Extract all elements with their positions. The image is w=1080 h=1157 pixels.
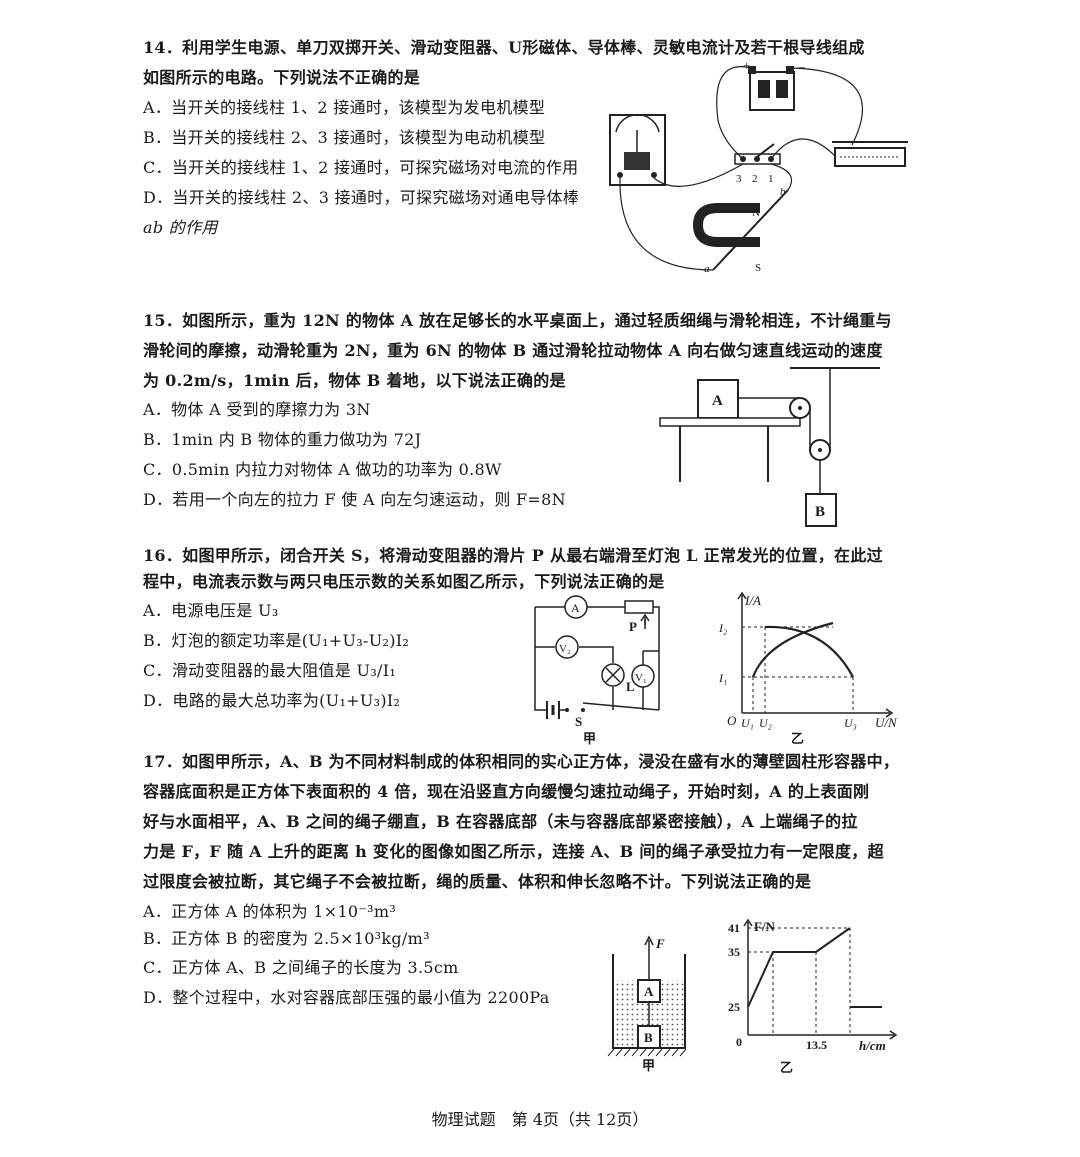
- q14-circuit-figure: + − 3 2 1 N S a b: [609, 60, 908, 275]
- tick-i1: I₁: [718, 671, 727, 685]
- q14-stem-line2: 如图所示的电路。下列说法不正确的是: [143, 68, 421, 87]
- rod-end-b-label: b: [780, 186, 786, 198]
- q15-option-b: B．1min 内 B 物体的重力做功为 72J: [143, 430, 422, 449]
- q15-stem-line3: 为 0.2m/s，1min 后，物体 B 着地，以下说法正确的是: [143, 371, 566, 390]
- q16-option-c: C．滑动变阻器的最大阻值是 U₃/I₁: [143, 661, 397, 680]
- q16-graph-yi: I/A U/N I₂ I₁ O U₁ U₂ U₃ 乙: [718, 591, 898, 745]
- q15-stem-line1: 15．如图所示，重为 12N 的物体 A 放在足够长的水平桌面上，通过轻质细绳与…: [143, 311, 892, 330]
- q17-graph-yi: F/N h/cm 41 35 25 0 13.5 乙: [728, 918, 898, 1075]
- q17-option-c: C．正方体 A、B 之间绳子的长度为 3.5cm: [143, 958, 459, 977]
- q17-stem-line3: 好与水面相平，A、B 之间的绳子绷直，B 在容器底部（未与容器底部紧密接触），A…: [143, 812, 858, 831]
- ammeter-label: A: [571, 601, 580, 615]
- switch-terminal-2-label: 2: [752, 173, 758, 185]
- x-axis-label: U/N: [875, 715, 898, 730]
- q14-option-b: B．当开关的接线柱 2、3 接通时，该模型为电动机模型: [143, 128, 546, 147]
- cube-b-label: B: [644, 1030, 653, 1045]
- tick-13-5: 13.5: [806, 1038, 827, 1052]
- fig-yi-caption: 乙: [791, 731, 804, 745]
- fig-yi-caption: 乙: [780, 1060, 793, 1075]
- q17-stem-line2: 容器底面积是正方体下表面积的 4 倍，现在沿竖直方向缓慢匀速拉动绳子，开始时刻，…: [143, 782, 870, 801]
- x-axis-label: h/cm: [859, 1038, 886, 1053]
- q16-option-d: D．电路的最大总功率为(U₁+U₃)I₂: [143, 691, 401, 710]
- magnet-north-label: N: [752, 207, 760, 219]
- fig-jia-caption: 甲: [583, 731, 596, 745]
- switch-terminal-1-label: 1: [768, 173, 774, 185]
- u-magnet-icon: [692, 203, 760, 247]
- curve-v1: [751, 621, 834, 678]
- table-top: [659, 417, 801, 427]
- cube-b: [637, 1025, 661, 1049]
- magnet-south-label: S: [755, 262, 761, 274]
- force-f-label: F: [655, 936, 665, 951]
- rheostat-icon: [624, 600, 654, 614]
- q17-stem-line1: 17．如图甲所示，A、B 为不同材料制成的体积相同的实心正方体，浸没在盛有水的薄…: [143, 752, 900, 771]
- ammeter-icon: [564, 595, 588, 619]
- v1-label: V₁: [635, 672, 647, 684]
- q14-option-d-cont: ab 的作用: [143, 218, 218, 237]
- q17-option-b: B．正方体 B 的密度为 2.5×10³kg/m³: [143, 929, 430, 948]
- q16-option-b: B．灯泡的额定功率是(U₁+U₃-U₂)I₂: [143, 631, 410, 650]
- circuit-wires: [619, 66, 863, 271]
- block-a-label: A: [712, 393, 723, 409]
- q16-stem-line1: 16．如图甲所示，闭合开关 S，将滑动变阻器的滑片 P 从最右端滑至灯泡 L 正…: [143, 546, 883, 565]
- q16-option-a: A．电源电压是 U₃: [143, 601, 279, 620]
- origin-label: 0: [736, 1035, 742, 1049]
- conductor-rod: [712, 189, 789, 271]
- voltmeter-v1-icon: [631, 664, 655, 688]
- q17-option-a: A．正方体 A 的体积为 1×10⁻³m³: [143, 902, 397, 921]
- y-axis-label: I/A: [744, 593, 761, 608]
- origin-label: O: [727, 713, 737, 728]
- rod-end-a-label: a: [704, 263, 710, 275]
- arrow-up-icon: [644, 935, 654, 946]
- q17-container-jia: F A B 甲: [607, 935, 687, 1072]
- curve-v2: [764, 625, 854, 678]
- galvanometer-icon: [609, 113, 666, 186]
- tick-u1: U₁: [741, 716, 754, 730]
- q17-stem-line4: 力是 F，F 随 A 上升的距离 h 变化的图像如图乙所示，连接 A、B 间的绳…: [143, 842, 884, 861]
- tick-i2: I₂: [718, 621, 727, 635]
- voltmeter-v2-icon: [555, 635, 579, 659]
- q14-option-a: A．当开关的接线柱 1、2 接通时，该模型为发电机模型: [143, 98, 546, 117]
- tick-41: 41: [728, 921, 740, 935]
- block-a: [697, 379, 739, 419]
- q14-option-d: D．当开关的接线柱 2、3 接通时，可探究磁场对通电导体棒: [143, 188, 580, 207]
- q16-circuit-jia: A P V₂ L V₁ S 甲: [534, 595, 660, 745]
- q15-option-c: C．0.5min 内拉力对物体 A 做功的功率为 0.8W: [143, 460, 502, 479]
- y-axis-label: F/N: [754, 919, 776, 934]
- power-source-icon: [748, 66, 795, 111]
- switch-icon: [565, 708, 569, 712]
- q15-stem-line2: 滑轮间的摩擦，动滑轮重为 2N，重为 6N 的物体 B 通过滑轮拉动物体 A 向…: [143, 341, 883, 360]
- force-curve: [747, 927, 851, 1008]
- q14-stem-line1: 14．利用学生电源、单刀双掷开关、滑动变阻器、U形磁体、导体棒、灵敏电流计及若干…: [143, 38, 865, 57]
- q15-option-d: D．若用一个向左的拉力 F 使 A 向左匀速运动，则 F=8N: [143, 490, 566, 509]
- block-b-label: B: [815, 504, 825, 520]
- switch-icon: [734, 143, 781, 165]
- tick-35: 35: [728, 945, 740, 959]
- tick-25: 25: [728, 1000, 740, 1014]
- page-footer: 物理试题 第 4页（共 12页）: [431, 1110, 649, 1129]
- switch-s-label: S: [575, 714, 582, 729]
- battery-minus-label: −: [798, 60, 805, 75]
- fig-jia-caption: 甲: [642, 1058, 655, 1072]
- tick-u3: U₃: [844, 716, 857, 730]
- q15-option-a: A．物体 A 受到的摩擦力为 3N: [143, 400, 371, 419]
- lamp-l-label: L: [626, 679, 635, 694]
- q16-stem-line2: 程中，电流表示数与两只电压示数的关系如图乙所示，下列说法正确的是: [143, 572, 665, 591]
- q15-pulley-figure: A B: [659, 367, 880, 527]
- slider-p-label: P: [629, 619, 637, 634]
- cube-a-label: A: [644, 984, 654, 999]
- q14-option-c: C．当开关的接线柱 1、2 接通时，可探究磁场对电流的作用: [143, 158, 579, 177]
- switch-terminal-3-label: 3: [736, 173, 742, 185]
- v2-label: V₂: [559, 643, 571, 655]
- rheostat-icon: [832, 141, 908, 167]
- q17-option-d: D．整个过程中，水对容器底部压强的最小值为 2200Pa: [143, 988, 550, 1007]
- q17-stem-line5: 过限度会被拉断，其它绳子不会被拉断，绳的质量、体积和伸长忽略不计。下列说法正确的…: [143, 872, 812, 891]
- tick-u2: U₂: [759, 716, 772, 730]
- block-b: [805, 493, 837, 527]
